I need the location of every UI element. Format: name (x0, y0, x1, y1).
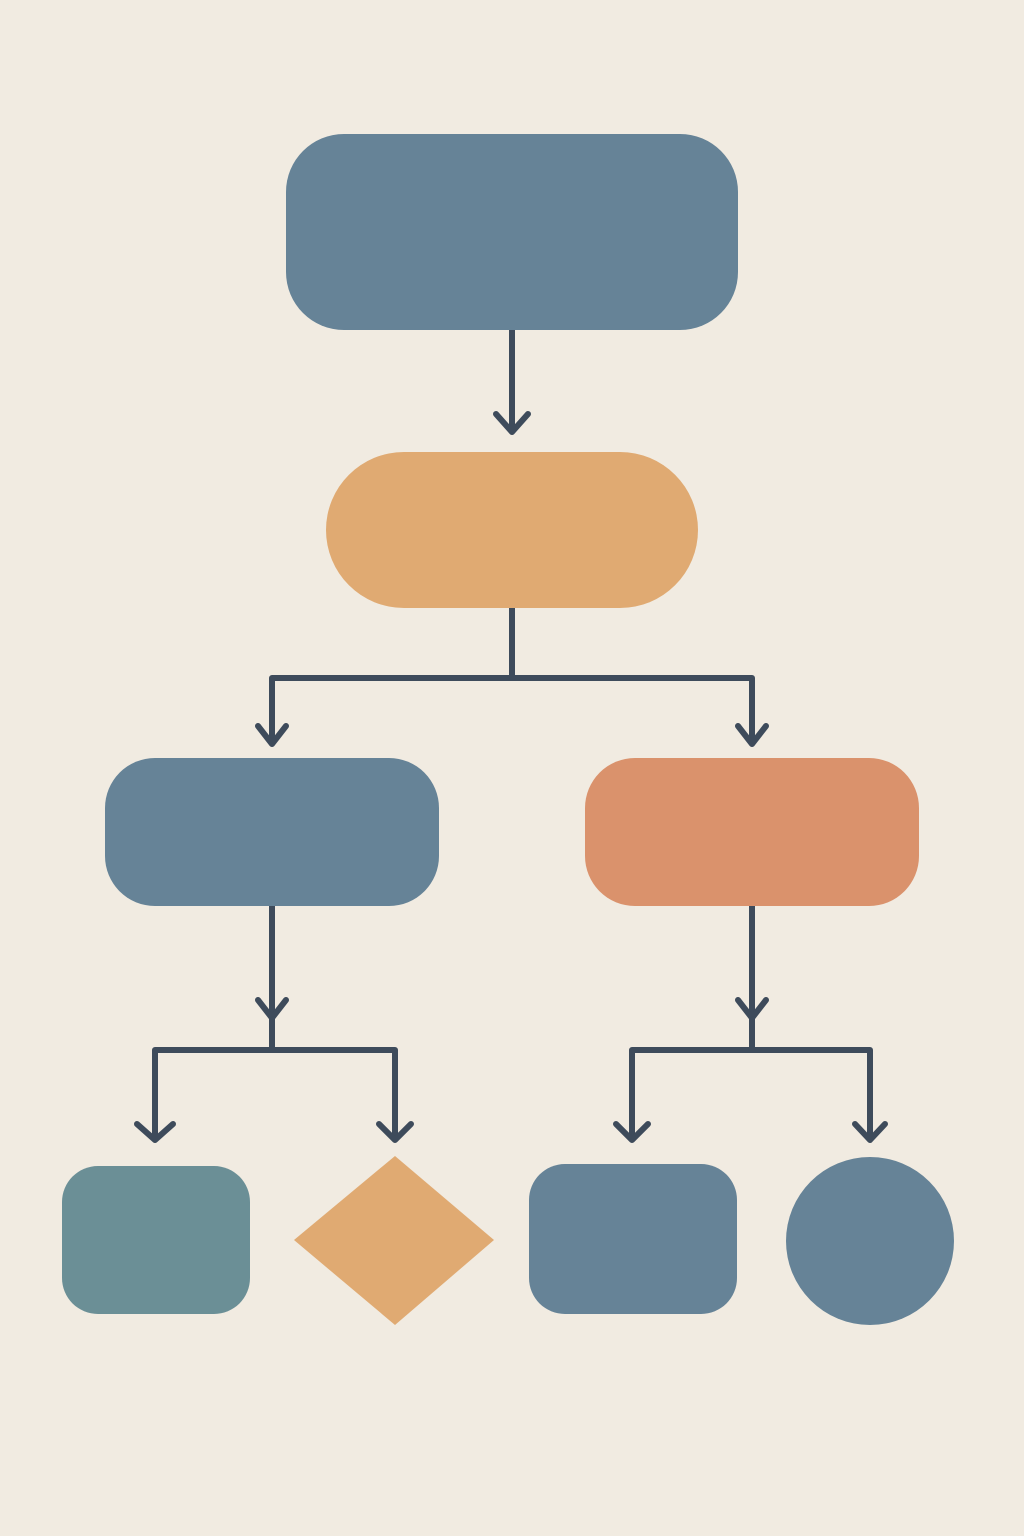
arrowhead-left-branch-mid (255, 997, 289, 1021)
edge-left-branch-to-leaves (152, 903, 398, 1141)
arrowhead-leaf-3 (613, 1121, 651, 1143)
arrowhead-right-branch (735, 723, 769, 747)
edge-right-branch-to-leaves (629, 903, 873, 1141)
arrowhead-level2 (493, 411, 531, 435)
node-left-branch (105, 758, 439, 906)
connectors (134, 327, 888, 1143)
node-leaf-2 (294, 1156, 494, 1325)
node-leaf-4 (786, 1157, 954, 1325)
node-level2 (326, 452, 698, 608)
node-root (286, 134, 738, 330)
arrowhead-left-branch (255, 723, 289, 747)
arrowhead-leaf-2 (376, 1121, 414, 1143)
node-leaf-1 (62, 1166, 250, 1314)
edge-level2-to-branches (269, 605, 755, 745)
arrowhead-leaf-1 (134, 1121, 176, 1143)
arrowhead-leaf-4 (852, 1121, 888, 1143)
node-leaf-3 (529, 1164, 737, 1314)
arrowhead-right-branch-mid (735, 997, 769, 1021)
nodes (62, 134, 954, 1325)
node-right-branch (585, 758, 919, 906)
